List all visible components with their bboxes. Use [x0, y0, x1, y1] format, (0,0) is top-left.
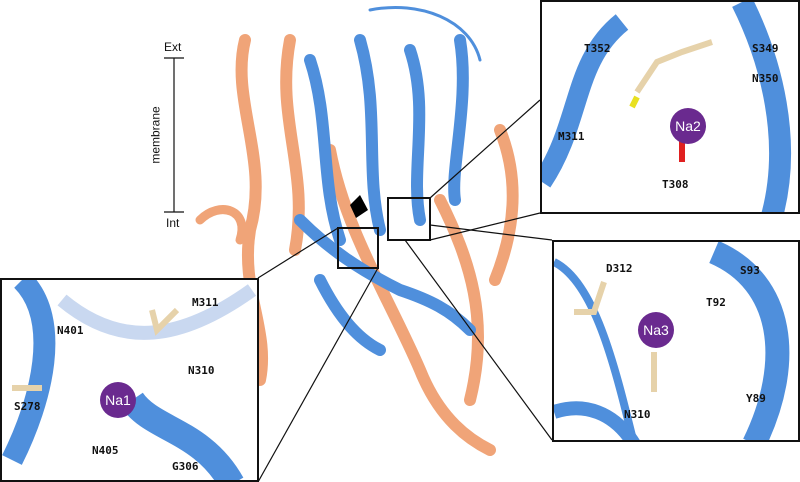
residue-s349: S349 — [752, 42, 779, 55]
residue-n350: N350 — [752, 72, 779, 85]
residue-n310: N310 — [624, 408, 651, 421]
residue-t308: T308 — [662, 178, 689, 191]
residue-n405: N405 — [92, 444, 119, 457]
residue-t92: T92 — [706, 296, 726, 309]
residue-g306: G306 — [172, 460, 199, 473]
residue-m311: M311 — [558, 130, 585, 143]
inset-na3: D312 S93 T92 N310 Y89 Na3 — [552, 240, 800, 442]
ligand — [350, 195, 368, 218]
blue-helices — [294, 5, 482, 356]
residue-y89: Y89 — [746, 392, 766, 405]
residue-m311: M311 — [192, 296, 219, 309]
residue-n310: N310 — [188, 364, 215, 377]
residue-s93: S93 — [740, 264, 760, 277]
sodium-ion-na3: Na3 — [638, 312, 674, 348]
zoom-box-na2 — [387, 197, 431, 241]
inset-na1: N401 M311 N310 S278 N405 G306 Na1 — [0, 278, 259, 482]
sodium-ion-na1: Na1 — [100, 382, 136, 418]
sodium-ion-na2: Na2 — [670, 108, 706, 144]
residue-s278: S278 — [14, 400, 41, 413]
callout-lines — [164, 57, 553, 482]
residue-d312: D312 — [606, 262, 633, 275]
inset-na2: T352 S349 N350 M311 T308 Na2 — [540, 0, 800, 214]
membrane-label: membrane — [148, 106, 163, 164]
residue-t352: T352 — [584, 42, 611, 55]
residue-n401: N401 — [57, 324, 84, 337]
zoom-box-na1 — [337, 227, 379, 269]
int-label: Int — [166, 216, 180, 230]
ext-label: Ext — [164, 40, 182, 54]
salmon-helices — [195, 34, 519, 456]
